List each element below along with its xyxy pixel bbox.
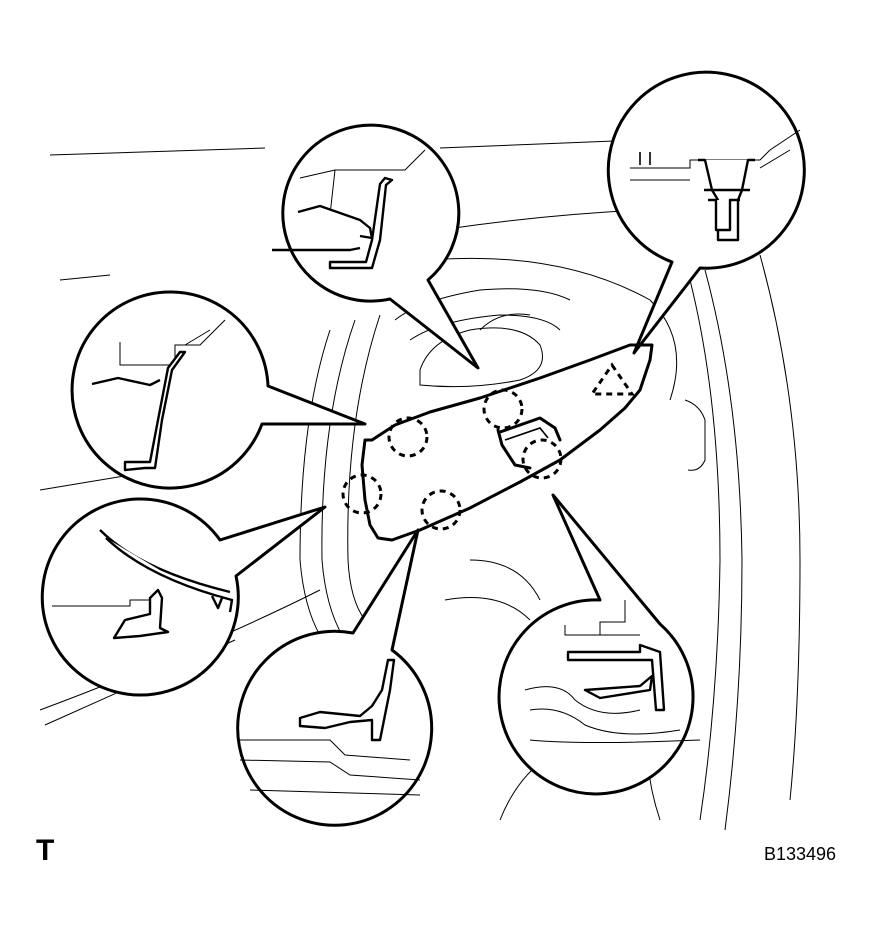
callout-bottom-right xyxy=(497,493,701,796)
callout-bottom-center xyxy=(236,528,434,827)
marker-lower-rear-clip xyxy=(521,438,563,480)
callout-left-lower xyxy=(40,497,327,697)
marker-upper-edge-clip xyxy=(482,388,524,430)
marker-front-lower-clip xyxy=(341,473,383,515)
callout-left-upper xyxy=(70,290,367,490)
marker-upper-rear-pin-clip xyxy=(589,362,635,396)
trim-panel-outline xyxy=(360,343,654,542)
figure-id-label: B133496 xyxy=(764,844,837,864)
view-mark-label: T xyxy=(36,834,55,867)
clip-location-markers xyxy=(341,362,635,531)
marker-front-upper-clip xyxy=(387,416,429,458)
callout-top-right xyxy=(606,70,806,355)
callout-top-center xyxy=(272,123,480,370)
marker-lower-edge-clip xyxy=(420,489,462,531)
